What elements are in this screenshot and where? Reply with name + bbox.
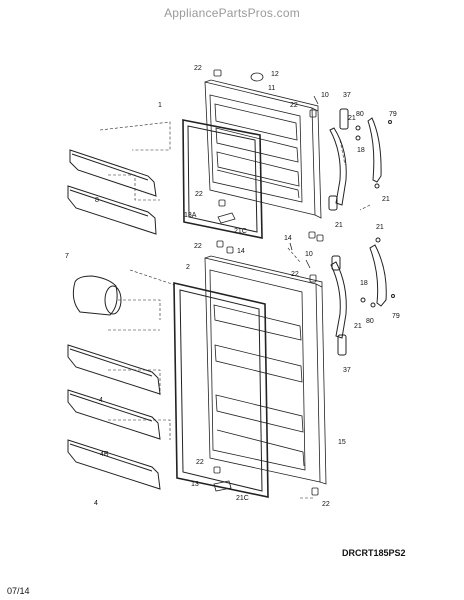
callout-label: 14	[237, 248, 245, 255]
callout-label: 22	[291, 271, 299, 278]
site-watermark: AppliancePartsPros.com	[164, 6, 300, 20]
callout-label: 37	[343, 92, 351, 99]
callout-label: 37	[343, 367, 351, 374]
callout-label: 13	[191, 481, 199, 488]
callout-label: 79	[392, 313, 400, 320]
callout-label: 80	[356, 111, 364, 118]
callout-label: 22	[194, 65, 202, 72]
callout-label: 80	[366, 318, 374, 325]
callout-label: 21	[376, 224, 384, 231]
callout-label: 21	[382, 196, 390, 203]
fresh-food-door-panel	[204, 257, 321, 483]
callout-label: 22	[322, 501, 330, 508]
callout-label: 21	[335, 222, 343, 229]
dashed-leader-lines	[99, 121, 371, 499]
callout-label: 4	[94, 500, 98, 507]
door-shelf-upper	[67, 344, 161, 395]
callout-label: 18	[357, 147, 365, 154]
diagram-model-code: DRCRT185PS2	[342, 548, 406, 558]
callout-label: 21C	[234, 228, 247, 235]
freezer-shelf-2	[67, 185, 157, 235]
callout-label: 15	[338, 439, 346, 446]
freezer-door-gasket	[182, 119, 263, 239]
dairy-door-cover	[72, 275, 122, 316]
freezer-door-shelves	[67, 149, 157, 235]
callout-label: 79	[389, 111, 397, 118]
freezer-door-gasket-inner	[187, 125, 258, 233]
callout-label: 21C	[236, 495, 249, 502]
freezer-shelf-1	[69, 149, 157, 197]
fresh-food-door-gasket-inner	[179, 289, 263, 492]
callout-label: 8	[95, 197, 99, 204]
callout-label: 2	[186, 264, 190, 271]
callout-label: 13A	[184, 212, 197, 219]
small-hardware	[213, 69, 324, 496]
fresh-food-door-handle	[330, 261, 347, 339]
door-shelf-lower	[67, 439, 161, 490]
callout-label: 18	[360, 280, 368, 287]
door-shelf-middle	[67, 389, 161, 440]
fresh-food-door-shelves	[67, 344, 161, 490]
callout-label: 21	[348, 115, 356, 122]
callout-label: 1	[158, 102, 162, 109]
callout-labels: 22 12 11 1 10 22 37 21 80 79 18 21 8 22 …	[65, 65, 400, 508]
callout-label: 10	[305, 251, 313, 258]
callout-label: 12	[271, 71, 279, 78]
fresh-food-door-liner	[209, 269, 306, 471]
callout-label: 10	[321, 92, 329, 99]
trim-handle-upper	[367, 117, 382, 183]
callout-label: 4	[99, 397, 103, 404]
callout-label: 4B	[100, 451, 109, 458]
freezer-door-liner	[209, 94, 303, 203]
callout-label: 7	[65, 253, 69, 260]
freezer-handle-assembly	[328, 108, 392, 211]
callout-label: 14	[284, 235, 292, 242]
callout-label: 22	[196, 459, 204, 466]
callout-label: 22	[290, 102, 298, 109]
freezer-door-handle	[329, 127, 347, 206]
fresh-food-handle-assembly	[330, 237, 395, 356]
trim-handle-lower	[369, 244, 387, 307]
fresh-food-door-assembly	[173, 255, 327, 498]
callout-label: 22	[195, 191, 203, 198]
fresh-food-door-gasket	[173, 281, 269, 498]
callout-label: 11	[268, 85, 275, 92]
callout-label: 22	[194, 243, 202, 250]
freezer-door-assembly	[182, 79, 322, 239]
diagram-date: 07/14	[7, 586, 30, 596]
callout-label: 21	[354, 323, 362, 330]
